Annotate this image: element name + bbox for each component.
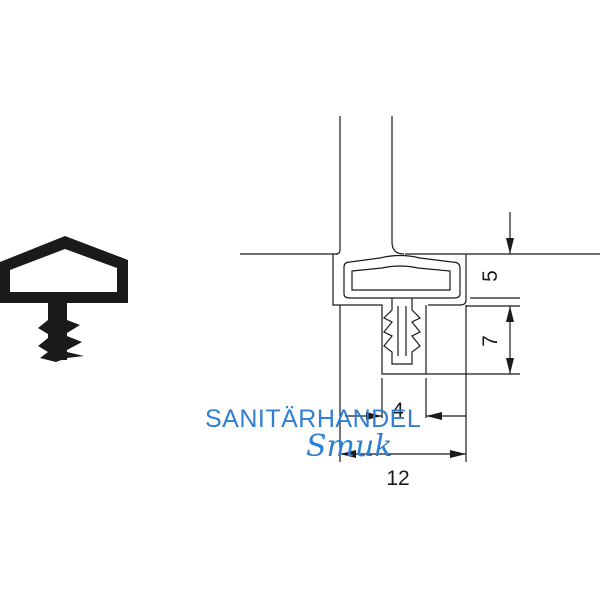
dimension-arrows xyxy=(340,238,514,458)
seal-section-stem-inner xyxy=(397,306,407,356)
seal-section-bulb-inner xyxy=(351,265,451,291)
seal-bulb xyxy=(0,236,128,303)
seal-section-bulb xyxy=(343,254,461,299)
dim-5-label: 5 xyxy=(479,270,502,282)
watermark-line2: Smuk xyxy=(306,429,393,464)
dim-12-arrowhead-left xyxy=(340,450,356,458)
dim-12-arrowhead-right xyxy=(450,450,466,458)
seal-barbs xyxy=(38,320,84,362)
dim-4-arrowhead-left xyxy=(366,412,382,420)
watermark-line1: SANITÄRHANDEL xyxy=(205,405,421,433)
groove-outline xyxy=(332,254,440,375)
seal-section-stem xyxy=(382,298,422,365)
watermark: SANITÄRHANDEL Smuk xyxy=(205,405,421,464)
frame-wall-right xyxy=(391,116,405,255)
dim-7-arrowhead-top xyxy=(506,306,514,322)
dim-4-arrowhead-right xyxy=(426,412,442,420)
dim-5-arrowhead xyxy=(506,238,514,254)
seal-profile-silhouette xyxy=(0,236,128,362)
dim-7-arrowhead-bottom xyxy=(506,358,514,374)
dim-7-label: 7 xyxy=(479,335,502,347)
groove-outline-right xyxy=(428,254,467,306)
dim-4-label: 4 xyxy=(392,399,404,422)
seal-stem xyxy=(48,292,67,360)
dim-12-label: 12 xyxy=(386,467,409,490)
frame-wall-corner xyxy=(335,249,341,255)
